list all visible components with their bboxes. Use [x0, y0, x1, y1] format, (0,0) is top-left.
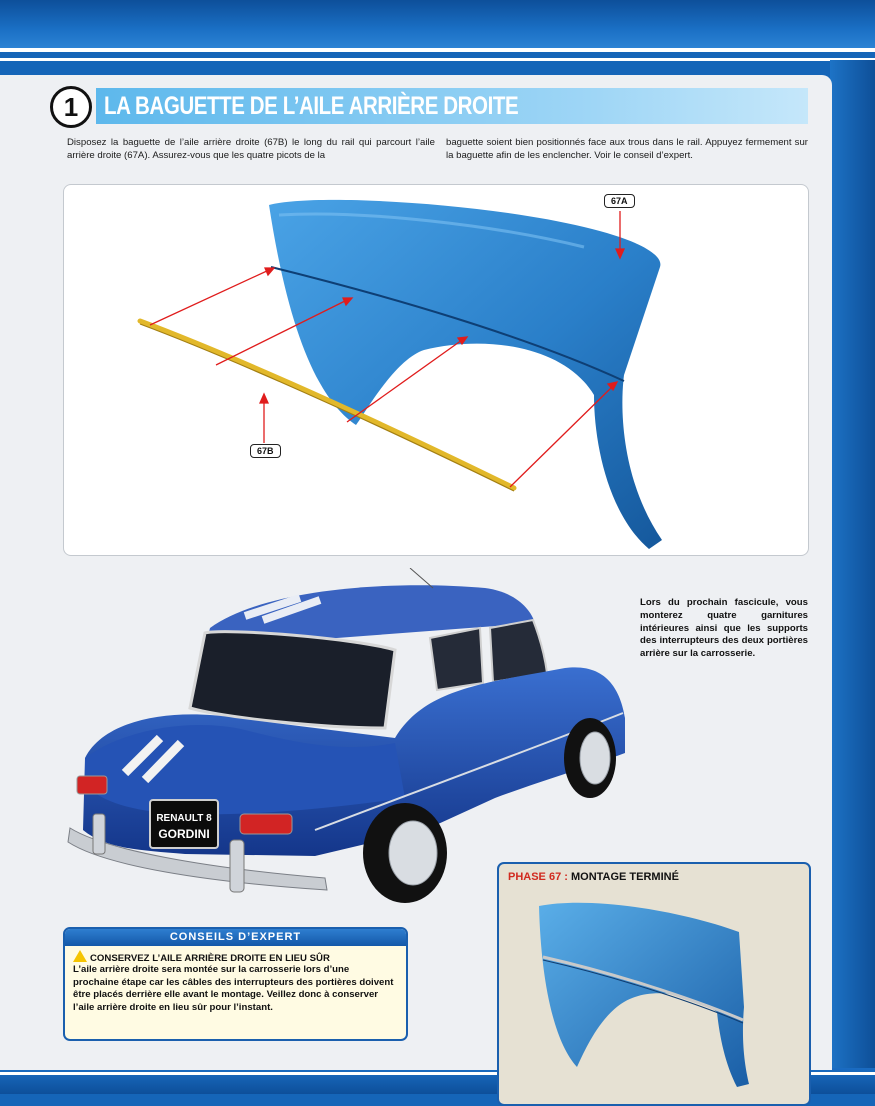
- trim-strip-part: [137, 318, 517, 491]
- car-bumper-guard: [229, 839, 245, 893]
- car-bumper-guard: [92, 813, 106, 855]
- step-title-bar: [96, 88, 808, 124]
- wing-rail: [270, 266, 625, 382]
- car-stripe: [121, 734, 164, 777]
- car-stripe: [243, 594, 302, 620]
- part-label-67b: 67B: [250, 444, 281, 458]
- assembly-diagram: 67A 67B: [63, 184, 809, 556]
- car-trunk: [85, 725, 405, 815]
- side-band: [830, 60, 875, 1094]
- assembly-arrow: [215, 299, 348, 366]
- step-number: 1: [50, 86, 92, 128]
- car-photo: RENAULT 8 GORDINI: [67, 568, 625, 903]
- arrowhead: [456, 336, 469, 346]
- header-stripe: [0, 48, 875, 52]
- next-issue-note: Lors du prochain fascicule, vous montere…: [640, 597, 808, 660]
- instruction-paragraph-left: Disposez la baguette de l’aile arrière d…: [67, 137, 435, 161]
- car-rear-window: [188, 630, 397, 730]
- car-tail-light: [239, 813, 293, 835]
- phase-status: MONTAGE TERMINÉ: [567, 871, 679, 883]
- expert-subtitle-text: CONSERVEZ L’AILE ARRIÈRE DROITE EN LIEU …: [90, 953, 330, 964]
- diagram-illustration: [137, 199, 662, 549]
- expert-advice-heading: CONSEILS D’EXPERT: [65, 929, 406, 946]
- car-bumper: [67, 827, 328, 891]
- arrowhead: [606, 381, 619, 392]
- car-stripe: [261, 596, 322, 624]
- assembly-arrow: [509, 386, 613, 488]
- expert-advice-subtitle: CONSERVEZ L’AILE ARRIÈRE DROITE EN LIEU …: [73, 950, 330, 964]
- car-side-window: [488, 618, 549, 684]
- footer-stripe: [0, 1072, 875, 1075]
- step-title: LA BAGUETTE DE L’AILE ARRIÈRE DROITE: [104, 92, 519, 120]
- car-antenna: [409, 568, 434, 589]
- header-band: [0, 0, 875, 48]
- plate-text-line1: RENAULT 8: [156, 813, 212, 824]
- arrowhead: [264, 267, 276, 277]
- warning-icon: [73, 950, 87, 962]
- phase-complete-box: PHASE 67 : MONTAGE TERMINÉ: [497, 862, 811, 1106]
- expert-advice-text: L’aile arrière droite sera montée sur la…: [73, 964, 394, 1013]
- header-stripe: [0, 58, 875, 61]
- expert-advice-box: CONSEILS D’EXPERT CONSERVEZ L’AILE ARRIÈ…: [63, 927, 408, 1041]
- arrowhead: [258, 392, 270, 404]
- completed-wing-part: [539, 902, 749, 1087]
- phase-number: PHASE 67 :: [508, 871, 568, 883]
- license-plate: [149, 799, 219, 849]
- part-label-67a: 67A: [604, 194, 635, 208]
- car-side-window: [428, 626, 485, 692]
- phase-title: PHASE 67 : MONTAGE TERMINÉ: [508, 871, 679, 883]
- completed-wing-image: [539, 902, 749, 1087]
- rear-wing-part: [269, 199, 662, 549]
- completed-wing-trim-shadow: [542, 959, 744, 1024]
- car-tail-light: [76, 775, 108, 795]
- arrowhead: [614, 248, 626, 260]
- car-wheel-hub: [388, 820, 438, 886]
- completed-wing-trim: [542, 955, 744, 1022]
- wing-highlight: [278, 212, 585, 249]
- car-stripe: [141, 739, 185, 784]
- trim-strip-shade: [139, 323, 515, 492]
- car-wheel-hub: [579, 731, 611, 785]
- assembly-arrow: [346, 339, 463, 423]
- assembly-arrow: [149, 269, 270, 326]
- plate-text-line2: GORDINI: [158, 827, 209, 841]
- instruction-paragraph-right: baguette soient bien positionnés face au…: [446, 137, 808, 161]
- arrowhead: [342, 297, 354, 307]
